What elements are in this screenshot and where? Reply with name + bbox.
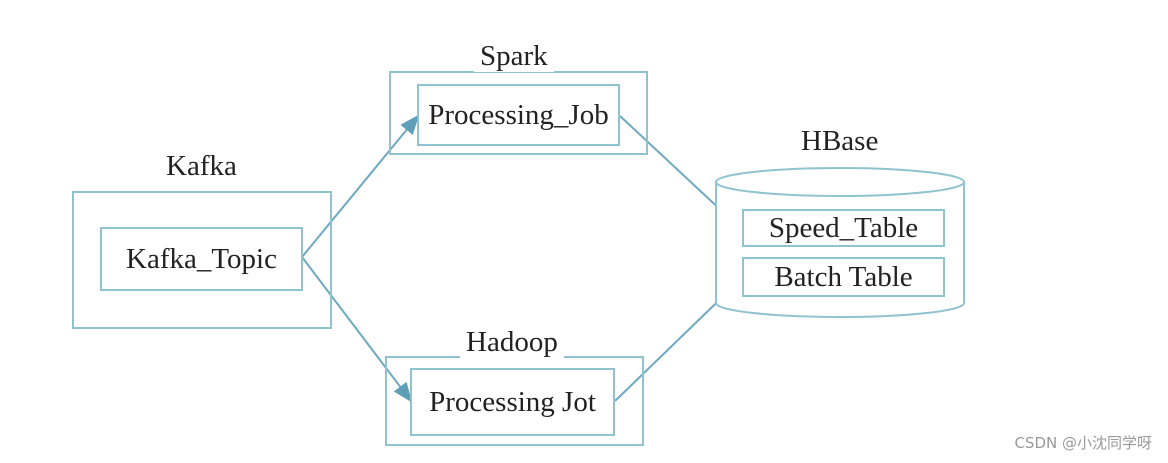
arrow-kafka-to-hadoop [301, 256, 413, 403]
hbase-batch-table: Batch Table [742, 257, 945, 297]
hbase-label: HBase [801, 125, 879, 157]
hadoop-processing-job-node: Processing Jot [410, 368, 615, 436]
arrow-kafka-to-spark [301, 114, 420, 258]
kafka-group [72, 191, 332, 329]
hadoop-label: Hadoop [460, 326, 564, 358]
spark-label: Spark [474, 40, 554, 72]
kafka-label: Kafka [166, 150, 237, 182]
watermark: CSDN @小沈同学呀 [1014, 434, 1152, 452]
spark-processing-job-node: Processing_Job [417, 84, 620, 146]
kafka-topic-node: Kafka_Topic [100, 227, 303, 291]
spark-group [389, 71, 648, 155]
hbase-speed-table: Speed_Table [742, 209, 945, 247]
